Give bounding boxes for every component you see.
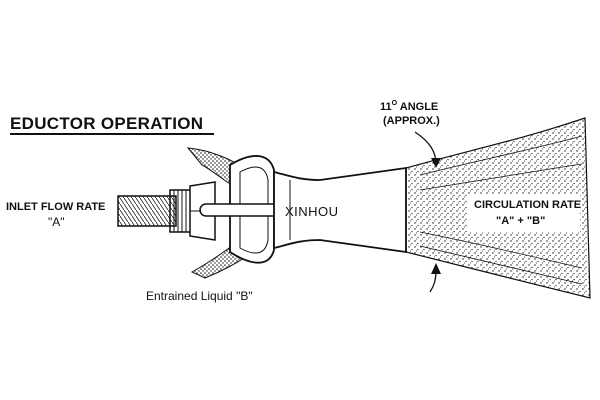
diagram-title: EDUCTOR OPERATION [10, 114, 203, 133]
svg-text:11O ANGLE: 11O ANGLE [380, 100, 438, 113]
nozzle-core [199, 203, 281, 217]
threaded-fitting [169, 189, 193, 233]
inlet-label-line2: "A" [48, 215, 65, 229]
entrained-label: Entrained Liquid "B" [146, 289, 253, 303]
circulation-label: CIRCULATION RATE "A" + "B" [474, 199, 581, 227]
circulation-label-line1: CIRCULATION RATE [474, 199, 581, 211]
circulation-label-bg [468, 194, 580, 232]
angle-arrows [414, 131, 441, 293]
title-group: EDUCTOR OPERATION [10, 114, 214, 135]
angle-note: (APPROX.) [383, 115, 440, 127]
inlet-label: INLET FLOW RATE "A" [6, 201, 105, 229]
discharge-plume [405, 117, 591, 299]
inlet-label-line1: INLET FLOW RATE [6, 201, 105, 213]
angle-label: 11O ANGLE (APPROX.) [380, 100, 440, 127]
circulation-label-line2: "A" + "B" [496, 215, 545, 227]
brand-mark: XINHOU [285, 204, 339, 219]
angle-word: ANGLE [400, 101, 439, 113]
angle-value: 11 [380, 101, 392, 113]
angle-degree: O [392, 100, 398, 107]
